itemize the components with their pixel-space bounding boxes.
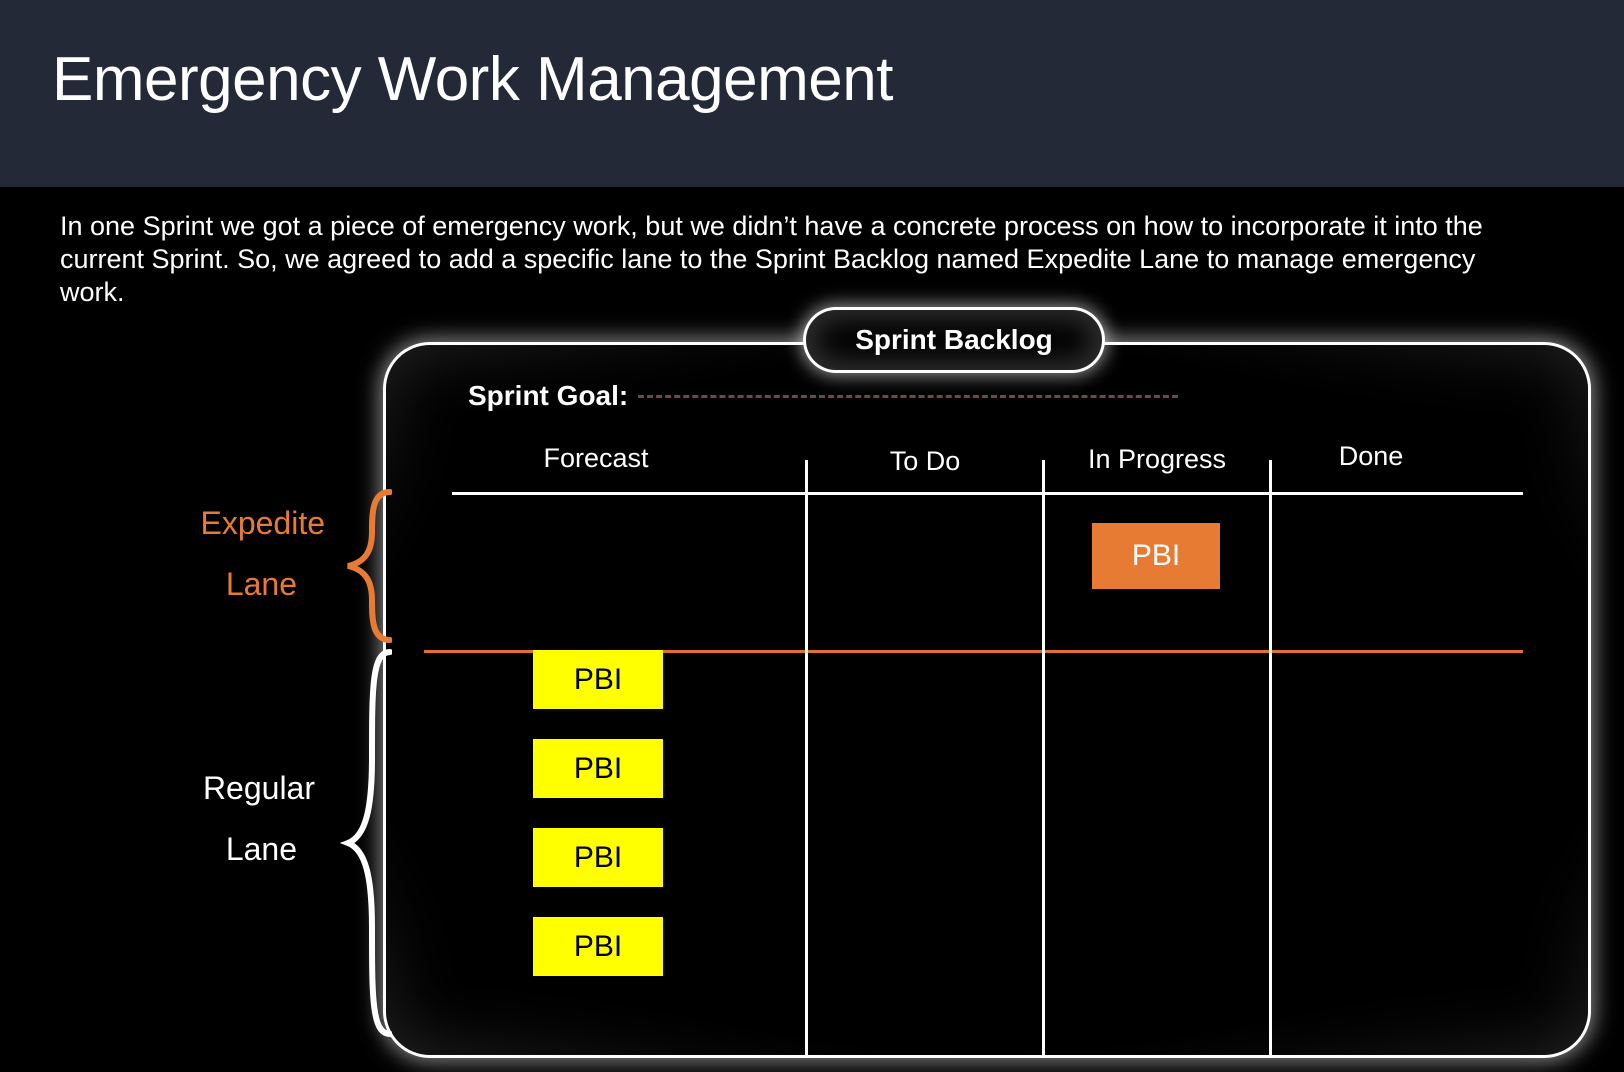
lane-divider-rule xyxy=(424,650,1523,653)
pbi-card-label: PBI xyxy=(573,840,623,874)
intro-paragraph: In one Sprint we got a piece of emergenc… xyxy=(60,211,1483,307)
column-header-rule xyxy=(452,492,1523,495)
expedite-lane-brace-icon xyxy=(347,489,392,643)
pbi-card-regular-forecast-1[interactable]: PBI xyxy=(533,650,663,709)
column-header-done: Done xyxy=(1338,441,1404,471)
pbi-card-regular-forecast-3[interactable]: PBI xyxy=(533,828,663,887)
expedite-lane-label-line1: Expedite xyxy=(200,505,325,541)
column-header-todo: To Do xyxy=(889,446,961,476)
sprint-goal-label: Sprint Goal: xyxy=(468,380,629,411)
regular-lane-label-line1: Regular xyxy=(202,770,315,806)
regular-lane-label-line2: Lane xyxy=(225,831,297,867)
pbi-card-expedite-in-progress[interactable]: PBI xyxy=(1092,523,1220,589)
sprint-backlog-pill-label: Sprint Backlog xyxy=(855,324,1053,355)
sprint-goal-row: Sprint Goal: xyxy=(468,380,1179,412)
sprint-goal-dashed-line xyxy=(638,394,1179,398)
column-divider-3 xyxy=(1269,460,1272,1055)
pbi-card-label: PBI xyxy=(573,662,623,696)
column-divider-1 xyxy=(805,460,808,1055)
pbi-card-regular-forecast-2[interactable]: PBI xyxy=(533,739,663,798)
pbi-card-regular-forecast-4[interactable]: PBI xyxy=(533,917,663,976)
column-header-in-progress: In Progress xyxy=(1087,444,1227,474)
column-divider-2 xyxy=(1042,460,1045,1055)
column-header-forecast: Forecast xyxy=(543,443,649,473)
pbi-card-label: PBI xyxy=(573,929,623,963)
regular-lane-brace-icon xyxy=(339,649,392,1037)
pbi-card-label: PBI xyxy=(1131,539,1181,572)
title-header-bar xyxy=(0,0,1624,187)
page-title: Emergency Work Management xyxy=(52,45,893,114)
expedite-lane-label-line2: Lane xyxy=(225,566,297,602)
sprint-backlog-pill: Sprint Backlog xyxy=(806,310,1102,370)
pbi-card-label: PBI xyxy=(573,751,623,785)
